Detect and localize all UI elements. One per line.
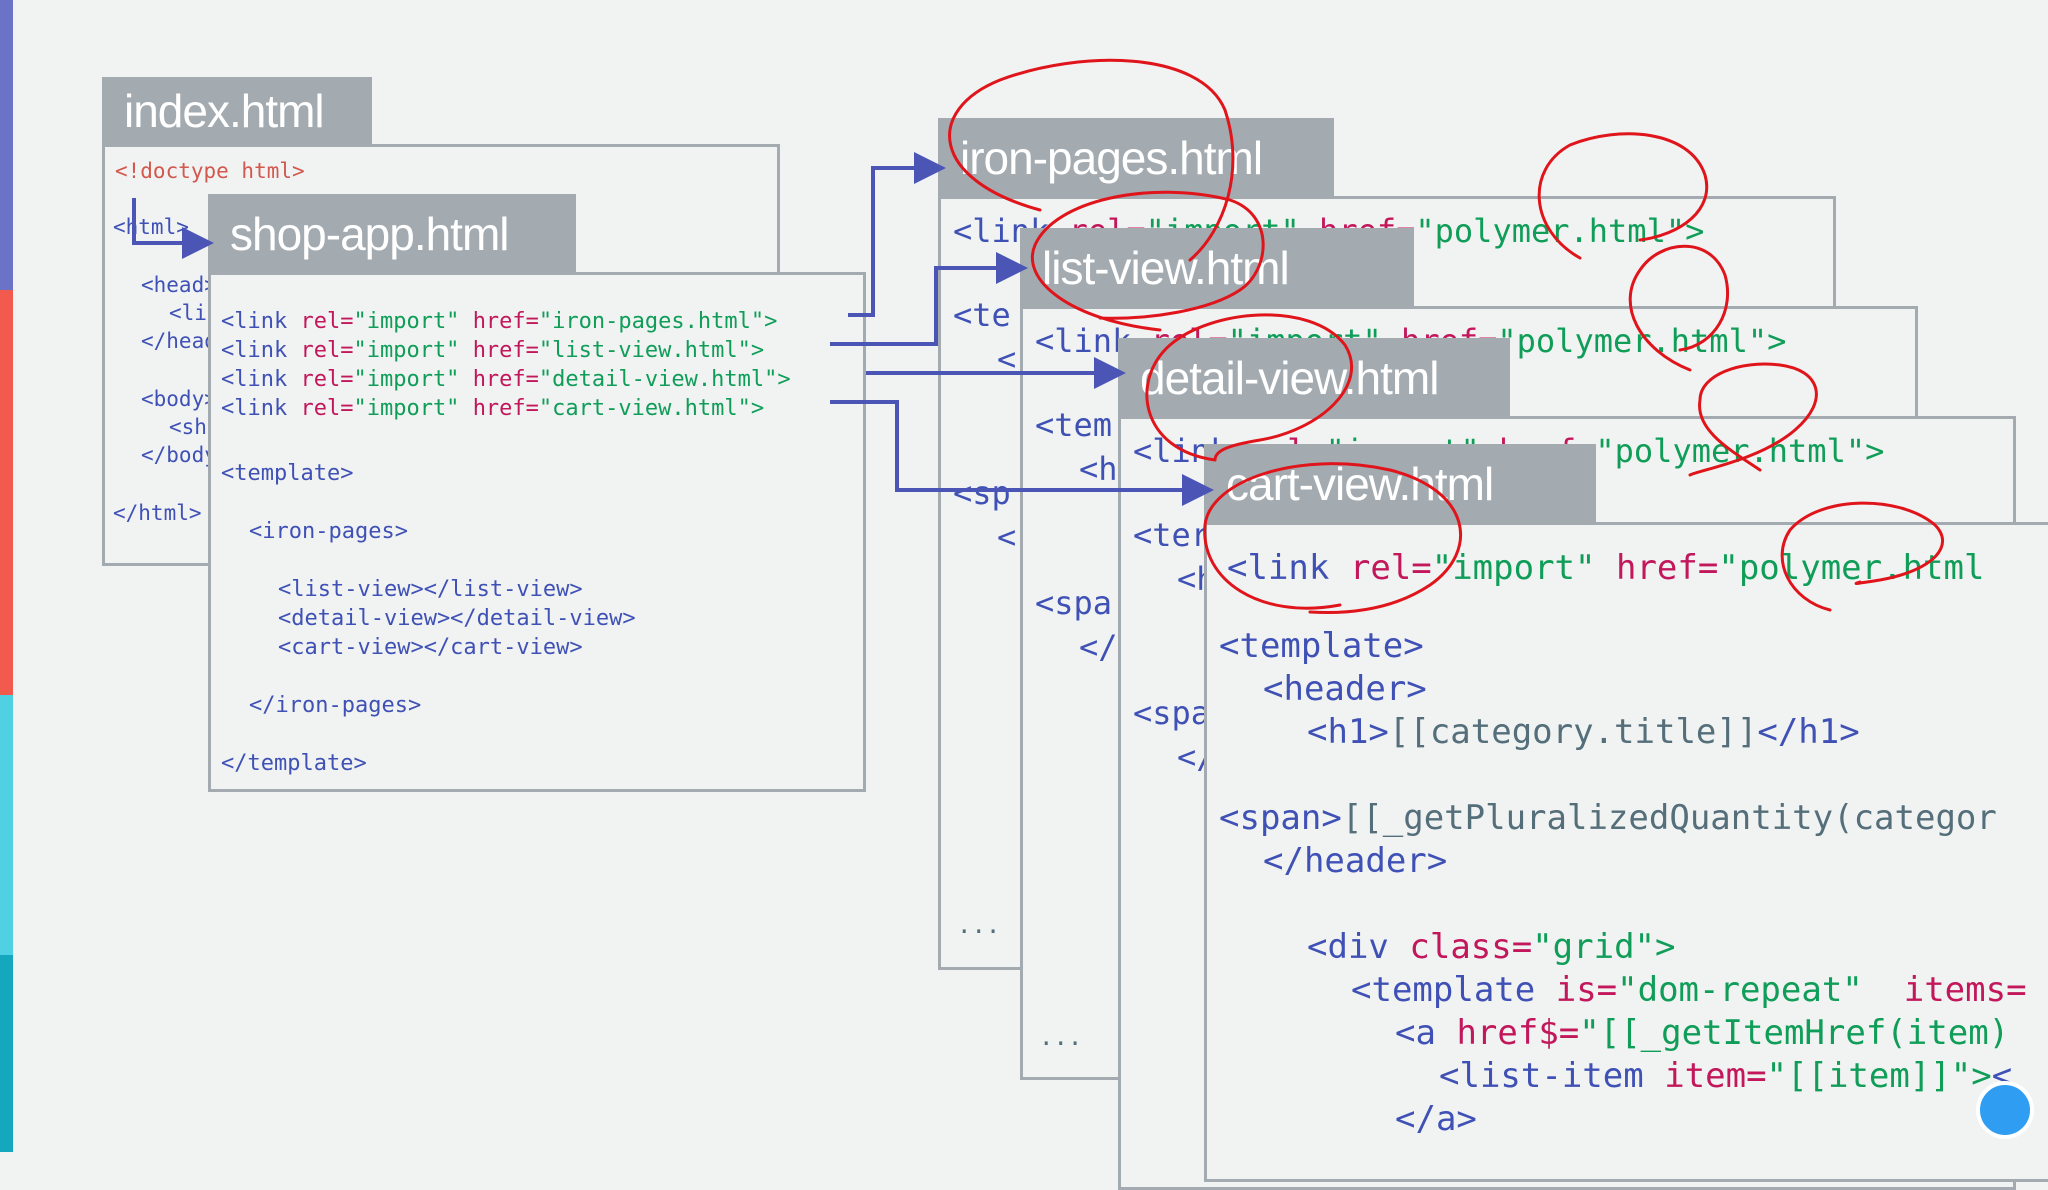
iron-pages-file-title: iron-pages.html (960, 132, 1263, 184)
annotation-circle-list-view-title (1030, 190, 1265, 332)
shop-template-close: </template> (221, 751, 367, 776)
list-view-file-tab: list-view.html (1020, 228, 1414, 308)
cart-view-file-title: cart-view.html (1226, 458, 1494, 510)
annotation-circle-polymer-2 (1628, 244, 1730, 372)
cart-template-open: <template> (1219, 626, 1424, 666)
index-file-tab: index.html (102, 77, 372, 145)
accent-stripe-indigo (0, 0, 13, 290)
list-view-line-2: <h (1079, 450, 1118, 488)
cart-h1-line: <h1>[[category.title]]</h1> (1307, 712, 1860, 752)
list-view-file-title: list-view.html (1042, 242, 1290, 294)
index-body-open: <body> (141, 387, 217, 411)
index-file-title: index.html (124, 85, 325, 137)
import-line-cart-view: <link rel="import" href="cart-view.html"… (221, 396, 765, 421)
cart-span-line: <span>[[_getPluralizedQuantity(categor (1219, 798, 1997, 838)
detail-view-line-3: <spa (1133, 694, 1211, 732)
list-view-line-4: </ (1079, 628, 1118, 666)
cart-repeat-line: <template is="dom-repeat" items= (1351, 970, 2027, 1010)
iron-pages-file-tab: iron-pages.html (938, 118, 1334, 198)
index-doctype-line: <!doctype html> (115, 159, 305, 183)
annotation-circle-detail-view-title (1145, 313, 1353, 462)
iron-pages-line-4: < (997, 518, 1017, 556)
shop-iron-pages-open: <iron-pages> (249, 519, 408, 544)
cart-view-file-panel: <link rel="import" href="polymer.html <t… (1204, 522, 2048, 1182)
import-arrows (132, 152, 1214, 506)
index-html-open: <html> (113, 215, 189, 239)
cart-div-line: <div class="grid"> (1307, 927, 1676, 967)
cart-header-close: </header> (1263, 841, 1448, 881)
arrow-index-to-shop-app (132, 198, 214, 259)
shop-cart-view-element: <cart-view></cart-view> (278, 635, 583, 660)
index-head-open: <head> (141, 273, 217, 297)
cart-anchor-line: <a href$="[[_getItemHref(item) (1395, 1013, 2010, 1053)
arrow-to-cart-view (830, 400, 1214, 506)
shop-app-file-title: shop-app.html (230, 208, 509, 260)
accent-stripe-cyan (0, 695, 13, 955)
index-body-child: <sh (169, 415, 207, 439)
iron-pages-line-2: < (997, 340, 1017, 378)
accent-stripe-teal (0, 955, 13, 1152)
list-view-line-1: <tem (1035, 406, 1113, 444)
annotation-circle-polymer-4 (1780, 501, 1945, 612)
hand-annotations (948, 58, 1945, 614)
shop-detail-view-element: <detail-view></detail-view> (278, 606, 636, 631)
annotation-circle-polymer-3 (1688, 362, 1818, 477)
shop-template-open: <template> (221, 461, 354, 486)
shop-iron-pages-close: </iron-pages> (249, 693, 422, 718)
detail-view-line-1: <ter (1133, 516, 1211, 554)
annotation-circle-cart-link (1203, 462, 1463, 614)
index-head-child: <li (169, 301, 207, 325)
shop-app-file-tab: shop-app.html (208, 194, 576, 274)
cart-view-link-line: <link rel="import" href="polymer.html (1227, 548, 1985, 588)
detail-view-file-title: detail-view.html (1140, 352, 1439, 404)
diagram-overlay (132, 58, 1945, 614)
index-body-close: </body> (141, 443, 230, 467)
cart-header-open: <header> (1263, 669, 1427, 709)
import-line-iron-pages: <link rel="import" href="iron-pages.html… (221, 309, 778, 334)
cart-view-file-tab: cart-view.html (1204, 444, 1596, 524)
loading-indicator-icon (1976, 1081, 2034, 1139)
iron-pages-line-3: <sp (953, 474, 1011, 512)
iron-pages-line-1: <te (953, 296, 1011, 334)
import-line-detail-view: <link rel="import" href="detail-view.htm… (221, 367, 791, 392)
index-html-close: </html> (113, 501, 202, 525)
list-view-line-3: <spa (1035, 584, 1113, 622)
annotation-circle-iron-pages-title (948, 58, 1235, 262)
shop-app-file-panel: <link rel="import" href="iron-pages.html… (208, 272, 866, 792)
import-line-list-view: <link rel="import" href="list-view.html"… (221, 338, 765, 363)
annotation-circle-polymer-1 (1537, 132, 1709, 260)
iron-pages-ellipsis: ... (957, 911, 1001, 939)
shop-list-view-element: <list-view></list-view> (278, 577, 583, 602)
cart-anchor-close: </a> (1395, 1099, 1477, 1139)
arrow-to-list-view (830, 252, 1028, 346)
accent-stripe-red (0, 290, 13, 695)
list-view-ellipsis: ... (1039, 1023, 1083, 1051)
index-head-close: </head> (141, 329, 230, 353)
arrow-to-iron-pages (848, 152, 946, 317)
detail-view-file-tab: detail-view.html (1118, 338, 1510, 418)
